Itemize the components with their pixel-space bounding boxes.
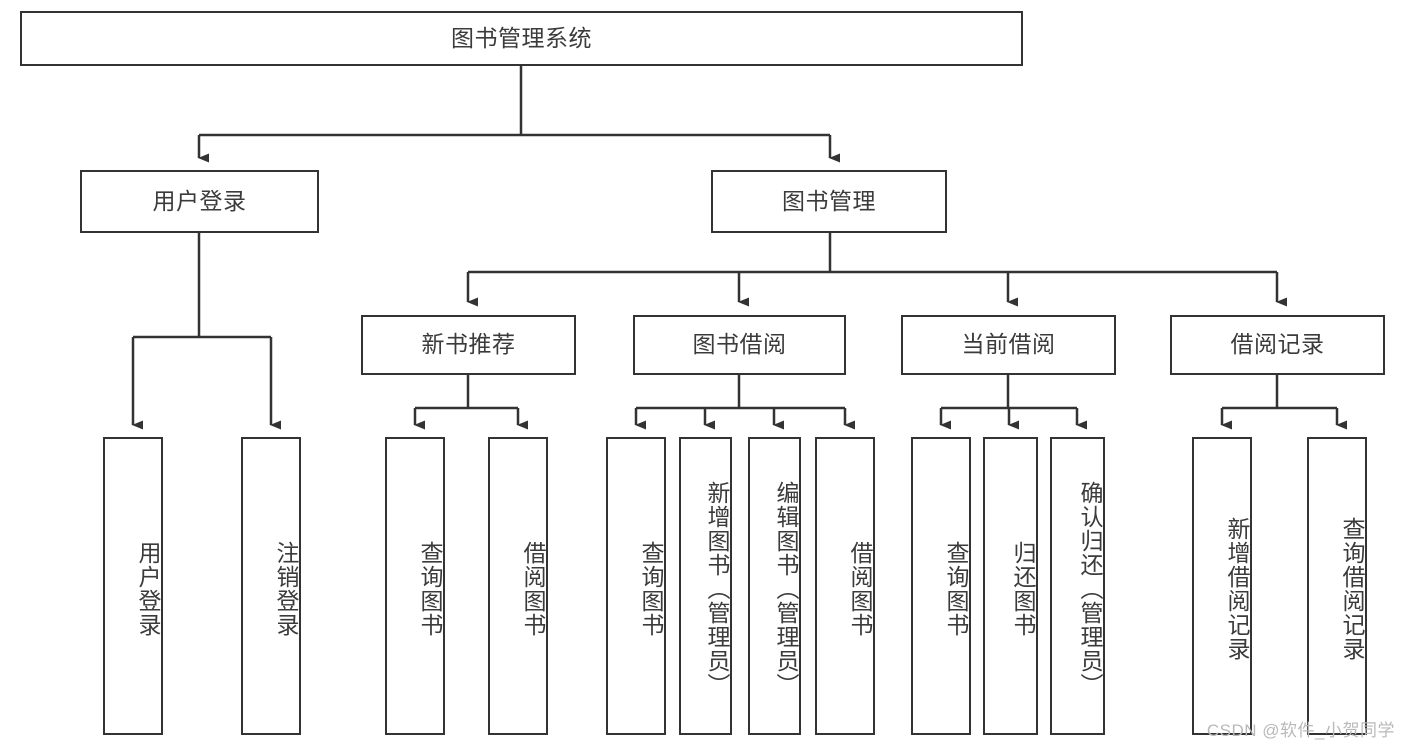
- node-label: 用户登录: [152, 187, 247, 214]
- node-book-management[interactable]: 图书管理: [711, 170, 947, 233]
- node-label: 图书借阅: [692, 331, 787, 358]
- leaf-book-borrow-add-book-admin[interactable]: 新增图书（管理员）: [679, 437, 732, 735]
- leaf-borrow-record-add-record[interactable]: 新增借阅记录: [1192, 437, 1252, 735]
- node-label: 用户登录: [135, 541, 161, 637]
- node-label: 查询借阅记录: [1339, 517, 1365, 661]
- node-label: 编辑图书（管理员）: [773, 481, 799, 697]
- node-root-book-management-system[interactable]: 图书管理系统: [20, 11, 1023, 66]
- leaf-current-borrow-return-book[interactable]: 归还图书: [983, 437, 1038, 735]
- leaf-user-login-sign-out[interactable]: 注销登录: [241, 437, 301, 735]
- leaf-current-borrow-query-book[interactable]: 查询图书: [911, 437, 971, 735]
- node-book-borrow[interactable]: 图书借阅: [633, 315, 846, 375]
- node-new-book-recommend[interactable]: 新书推荐: [361, 315, 576, 375]
- node-label: 新增借阅记录: [1224, 517, 1250, 661]
- node-borrow-record[interactable]: 借阅记录: [1170, 315, 1385, 375]
- node-label: 归还图书: [1010, 541, 1036, 637]
- node-current-borrow[interactable]: 当前借阅: [901, 315, 1116, 375]
- leaf-current-borrow-confirm-return-admin[interactable]: 确认归还（管理员）: [1050, 437, 1105, 735]
- leaf-new-book-query-book[interactable]: 查询图书: [385, 437, 445, 735]
- node-label: 新增图书（管理员）: [704, 481, 730, 697]
- node-label: 查询图书: [943, 541, 969, 637]
- leaf-user-login-sign-in[interactable]: 用户登录: [103, 437, 163, 735]
- leaf-borrow-record-query-record[interactable]: 查询借阅记录: [1307, 437, 1367, 735]
- node-label: 查询图书: [638, 541, 664, 637]
- node-label: 借阅图书: [520, 541, 546, 637]
- node-label: 图书管理: [782, 187, 876, 214]
- node-label: 查询图书: [417, 541, 443, 637]
- leaf-book-borrow-edit-book-admin[interactable]: 编辑图书（管理员）: [748, 437, 801, 735]
- node-label: 借阅记录: [1230, 331, 1325, 358]
- leaf-book-borrow-borrow-book[interactable]: 借阅图书: [815, 437, 875, 735]
- node-label: 当前借阅: [961, 331, 1056, 358]
- node-label: 图书管理系统: [451, 24, 592, 51]
- node-label: 新书推荐: [421, 331, 516, 358]
- leaf-new-book-borrow-book[interactable]: 借阅图书: [488, 437, 548, 735]
- node-label: 确认归还（管理员）: [1077, 481, 1103, 697]
- node-label: 注销登录: [273, 541, 299, 637]
- node-label: 借阅图书: [847, 541, 873, 637]
- leaf-book-borrow-query-book[interactable]: 查询图书: [606, 437, 666, 735]
- csdn-watermark: CSDN @软件_小贺同学: [1206, 721, 1395, 740]
- node-user-login[interactable]: 用户登录: [80, 170, 319, 233]
